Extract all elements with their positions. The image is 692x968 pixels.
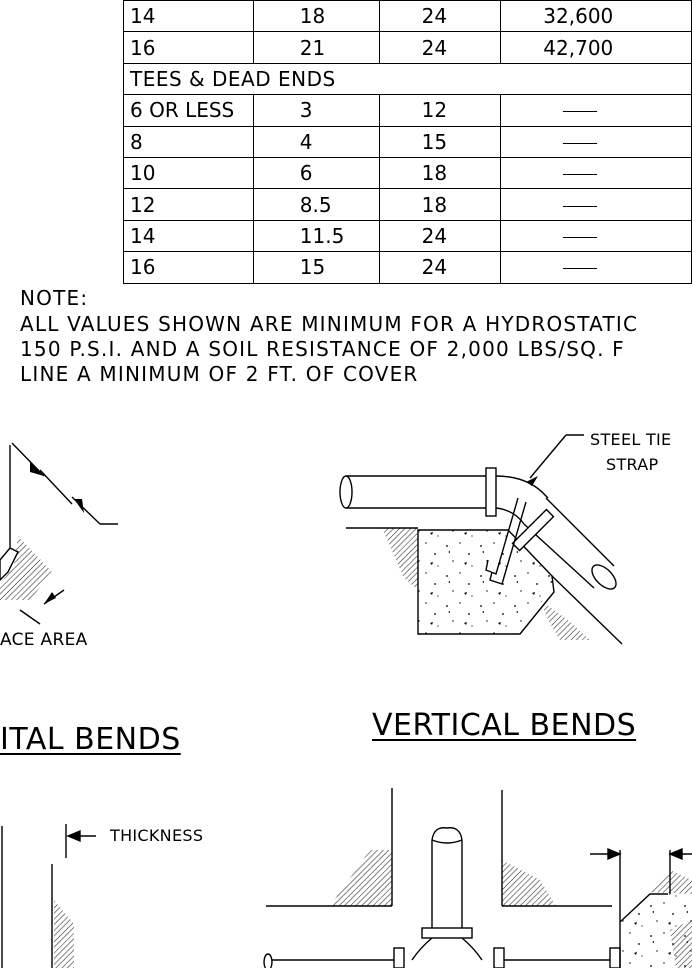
area-cell: 21 <box>252 31 380 64</box>
area-cell: 8.5 <box>252 188 380 221</box>
table-row: 16 21 24 42,700 <box>123 31 692 64</box>
weight-cell: 42,700 <box>500 31 692 64</box>
table-row: 14 11.5 24 <box>123 219 692 253</box>
pipe-size-cell: 8 <box>123 125 254 158</box>
table-row: 14 18 24 32,600 <box>123 0 692 33</box>
empty-weight-cell <box>500 156 692 190</box>
empty-weight-cell <box>500 251 692 284</box>
pipe-size-cell: 12 <box>123 188 254 221</box>
table-row: 16 15 24 <box>123 251 692 284</box>
horizontal-bend-detail <box>0 442 118 625</box>
depth-cell: 12 <box>378 94 502 127</box>
section-header-tees-dead-ends: TEES & DEAD ENDS <box>123 62 692 96</box>
table-row: 6 OR LESS 3 12 <box>123 94 692 127</box>
horizontal-bend-section <box>1 824 96 968</box>
horizontal-bends-title: ITAL BENDS <box>0 722 181 757</box>
depth-cell: 24 <box>378 251 502 284</box>
depth-cell: 24 <box>378 31 502 64</box>
dash-mark <box>563 174 598 176</box>
note-line-3: LINE A MINIMUM OF 2 FT. OF COVER <box>20 362 419 386</box>
note-heading: NOTE: <box>20 286 89 310</box>
steel-tie-label-line-2: STRAP <box>606 455 659 474</box>
note-line-2: 150 P.S.I. AND A SOIL RESISTANCE OF 2,00… <box>20 337 625 361</box>
pipe-size-cell: 6 OR LESS <box>123 94 254 127</box>
steel-tie-label-line-1: STEEL TIE <box>590 430 672 449</box>
depth-cell: 24 <box>378 219 502 253</box>
area-cell: 3 <box>252 94 380 127</box>
vertical-bend-strap-detail <box>339 434 623 645</box>
weight-cell: 32,600 <box>500 0 692 33</box>
area-cell: 18 <box>252 0 380 33</box>
area-cell: 15 <box>252 251 380 284</box>
pipe-size-cell: 14 <box>123 219 254 253</box>
table-row: 10 6 18 <box>123 156 692 190</box>
vertical-bends-title: VERTICAL BENDS <box>372 708 637 743</box>
pipe-size-cell: 14 <box>123 0 254 33</box>
thickness-label: THICKNESS <box>110 826 204 845</box>
note-line-1: ALL VALUES SHOWN ARE MINIMUM FOR A HYDRO… <box>20 312 639 336</box>
pipe-size-cell: 16 <box>123 251 254 284</box>
dash-mark <box>563 268 598 270</box>
vertical-bend-section <box>263 788 692 968</box>
dash-mark <box>563 142 598 144</box>
depth-cell: 15 <box>378 125 502 158</box>
dash-mark <box>563 205 598 207</box>
empty-weight-cell <box>500 94 692 127</box>
table-section-row: TEES & DEAD ENDS <box>123 62 692 96</box>
dash-mark <box>563 236 598 238</box>
empty-weight-cell <box>500 219 692 253</box>
dash-mark <box>563 111 598 113</box>
thrust-block-table: 14 18 24 32,600 16 21 24 42,700 TEES & D… <box>123 0 692 284</box>
bearing-area-label: ACE AREA <box>0 630 88 650</box>
